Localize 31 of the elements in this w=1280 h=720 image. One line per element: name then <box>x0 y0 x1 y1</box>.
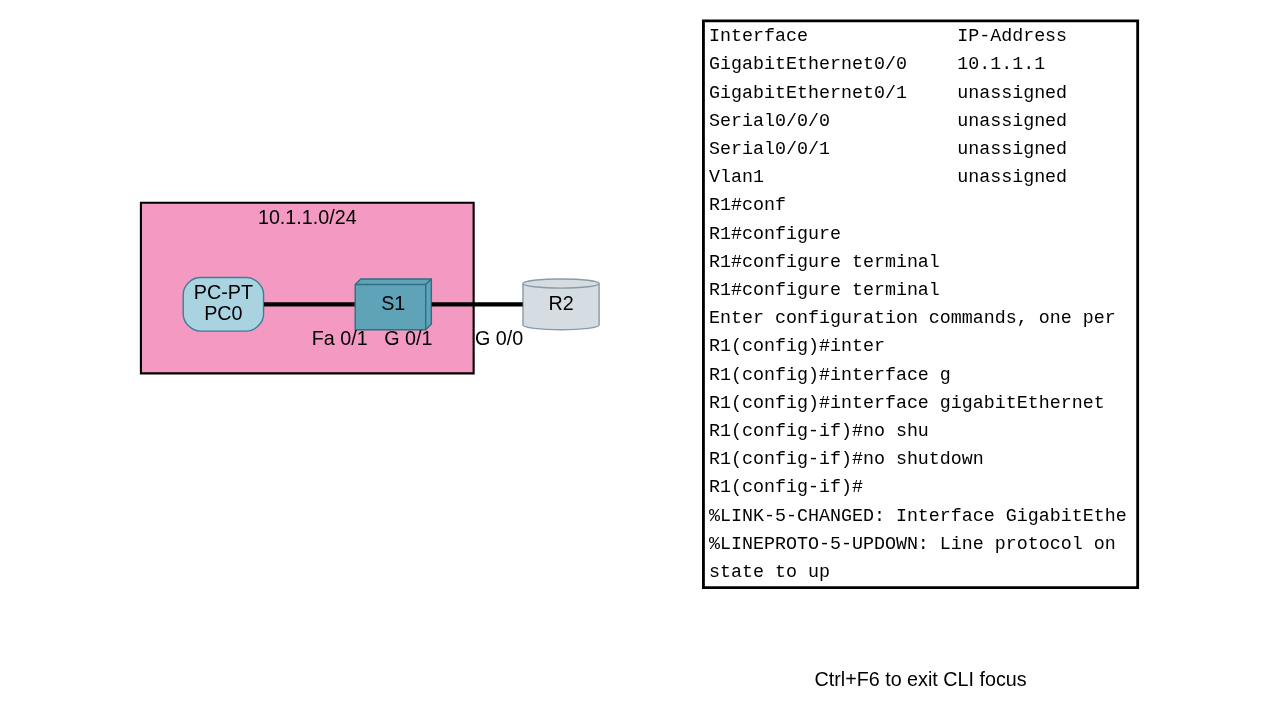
label: R1#configure terminal <box>709 280 940 302</box>
label: R1#configure <box>709 223 841 245</box>
label: R1(config-if)# <box>709 477 863 499</box>
label: 10.1.1.1 <box>957 54 1046 76</box>
label: IP-Address <box>957 26 1068 48</box>
label: R1(config)#inter <box>709 336 885 358</box>
connector <box>431 302 523 307</box>
label: unassigned <box>957 82 1068 104</box>
label: Serial0/0/0 <box>709 110 830 132</box>
label: Interface <box>709 26 808 48</box>
label: R1(config-if)#no shu <box>709 420 929 442</box>
label: R1(config)#interface gigabitEthernet <box>709 392 1105 414</box>
label: state to up <box>709 561 830 583</box>
label: Ctrl+F6 to exit CLI focus <box>814 667 1027 690</box>
label: R1(config)#interface g <box>709 364 951 386</box>
label: R1#conf <box>709 195 787 217</box>
node-box: PC-PT PC0 <box>182 276 265 332</box>
label: Serial0/0/1 <box>709 139 830 161</box>
label: R1#configure terminal <box>709 251 940 273</box>
label: GigabitEthernet0/0 <box>709 54 907 76</box>
label: GigabitEthernet0/1 <box>709 82 907 104</box>
node-label: G 0/0 <box>474 327 524 350</box>
label: Enter configuration commands, one per <box>709 308 1116 330</box>
label: %LINK-5-CHANGED: Interface GigabitEthe <box>709 505 1127 527</box>
label: R1(config-if)#no shutdown <box>709 449 984 471</box>
label: unassigned <box>957 110 1068 132</box>
label: %LINEPROTO-5-UPDOWN: Line protocol on <box>709 533 1116 555</box>
label: Vlan1 <box>709 167 765 189</box>
connector <box>263 302 355 307</box>
label: unassigned <box>957 167 1068 189</box>
label: unassigned <box>957 139 1068 161</box>
